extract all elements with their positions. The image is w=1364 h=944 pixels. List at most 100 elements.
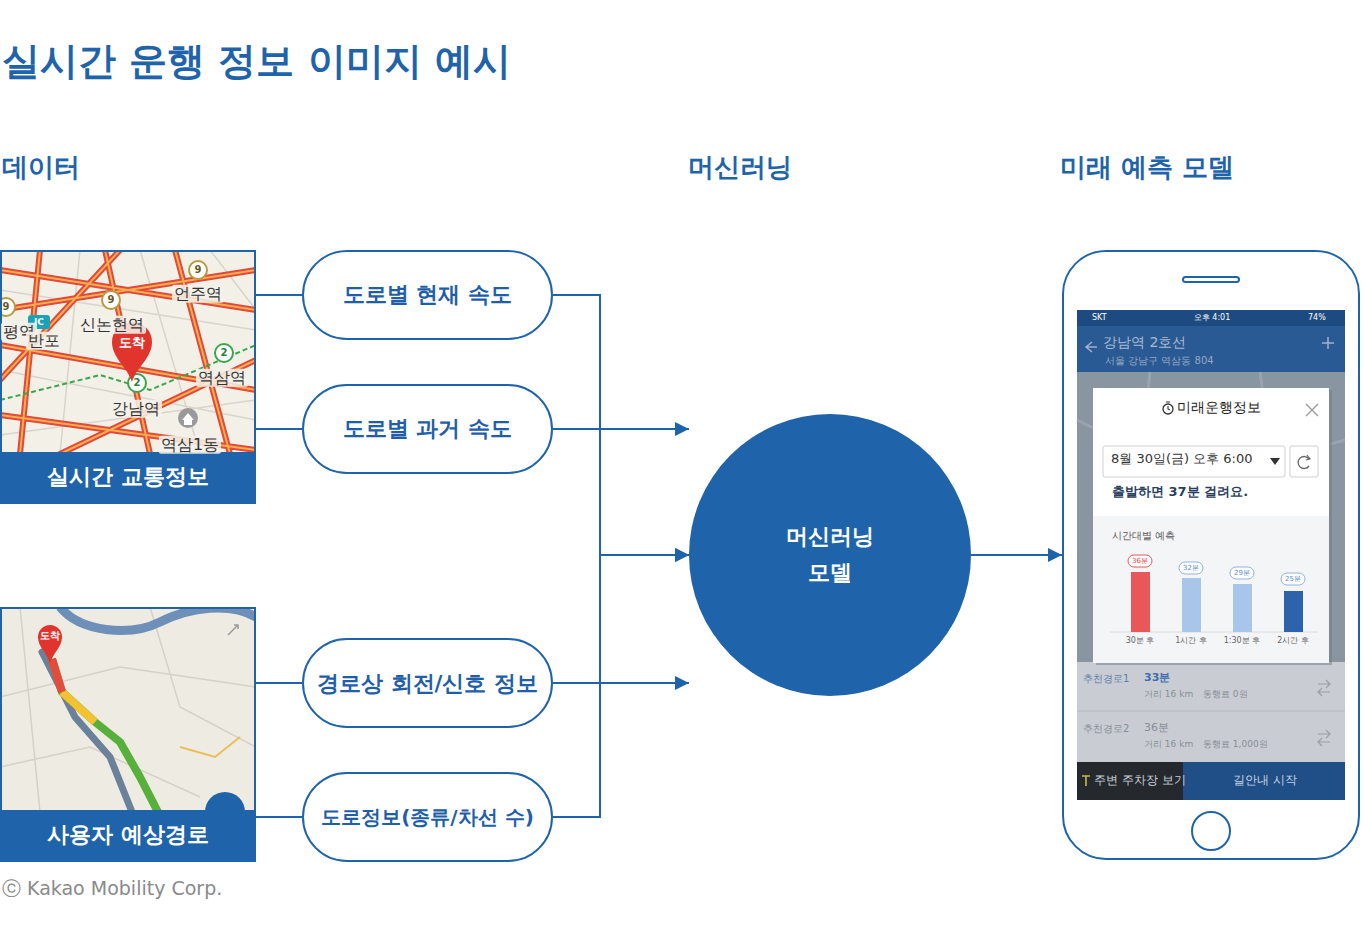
node-text: 경로상 회전/신호 정보 (317, 669, 538, 698)
model-circle: 머신러닝 모델 (689, 414, 971, 696)
route-map-shape (60, 607, 256, 630)
input-pill: 도로별 현재 속도 (302, 250, 553, 340)
node-text: 서울 강남구 역삼동 804 (1105, 354, 1214, 368)
route-map-shape (42, 652, 132, 812)
input-pill: 도로정보(종류/차선 수) (302, 772, 553, 862)
traffic-map-shape (0, 250, 256, 454)
phone-screen-shape (1166, 402, 1170, 410)
route-map-shape (38, 625, 62, 663)
phone-screen-shape (1103, 446, 1285, 477)
phone-screen-shape (1086, 342, 1097, 352)
axis-label: 2시간 후 (1277, 636, 1309, 645)
bar-value: 25분 (1285, 575, 1301, 583)
route-map-shape (52, 659, 158, 812)
route-detail: 거리 16 km (1144, 689, 1193, 699)
traffic-map-shape (102, 291, 120, 309)
phone-screen-shape (1128, 555, 1152, 567)
station-name: 신논현역 (78, 316, 146, 334)
node-text: 시간대별 예측 (1112, 529, 1175, 543)
phone-screen-shape (1077, 662, 1345, 762)
phone-screen-shape (1179, 562, 1203, 574)
copyright-caption: ⓒ Kakao Mobility Corp. (2, 878, 222, 900)
phone-screen-shape (1182, 578, 1201, 632)
traffic-map-shape (189, 261, 207, 279)
station-name: 언주역 (172, 285, 224, 303)
line-number: 2 (221, 347, 228, 359)
place-name: 반포 (26, 332, 62, 350)
traffic-map (0, 250, 256, 454)
route-option: 추천경로1 (1083, 673, 1129, 685)
phone-screen-shape (1077, 310, 1345, 800)
node-text: 머신러닝 모델 (775, 519, 885, 591)
connector (553, 428, 689, 430)
route-number: 9 (108, 294, 115, 306)
traffic-map-shape-shape (0, 250, 256, 454)
node-text: 도로별 과거 속도 (343, 414, 512, 444)
connector (553, 682, 689, 684)
phone-frame: 강남역 2호선서울 강남구 역삼동 804미래운행정보8월 30일(금) 오후 … (1062, 250, 1360, 860)
phone-screen-shape (1093, 388, 1329, 663)
route-number: 9 (3, 301, 10, 313)
phone-screen-shape (1077, 372, 1345, 662)
phone-screen-shape (1298, 457, 1309, 469)
route-map-shape (0, 607, 256, 812)
phone-screen-shape (1077, 326, 1345, 372)
route-map-shape (228, 625, 238, 635)
route-map-shape (52, 659, 62, 692)
phone-screen-shape (1281, 573, 1305, 585)
phone-screen-shape (1082, 776, 1090, 786)
traffic-map-shape (0, 298, 15, 316)
connector (971, 554, 1062, 556)
traffic-map-shape (0, 250, 256, 454)
column-heading: 머신러닝 (688, 153, 792, 183)
route-option: 추천경로2 (1083, 723, 1129, 735)
connector (256, 294, 302, 296)
phone-screen-shape (1318, 730, 1330, 746)
phone-screen (1077, 277, 1345, 850)
destination-pin: 도착 (40, 630, 60, 642)
input-pill: 도로별 과거 속도 (302, 384, 553, 474)
traffic-map-shape (178, 408, 198, 428)
phone-screen-shape (1284, 591, 1303, 632)
bar-value: 29분 (1234, 569, 1250, 577)
phone-screen-shape (1183, 762, 1345, 800)
node-text: 실시간 교통정보 (2, 452, 254, 502)
page-title: 실시간 운행 정보 이미지 예시 (2, 40, 511, 84)
node-text: 사용자 예상경로 (2, 810, 254, 860)
parking-button: 주변 주차장 보기 (1094, 774, 1186, 788)
map-panel: 사용자 예상경로 (0, 607, 256, 862)
station-name: 역삼역 (196, 369, 248, 387)
column-heading: 데이터 (2, 153, 80, 183)
connector (553, 295, 689, 555)
status-bar: SKT (1092, 313, 1107, 322)
input-pill: 경로상 회전/신호 정보 (302, 638, 553, 728)
phone-screen-shape (1230, 567, 1254, 579)
status-bar: 74% (1308, 313, 1326, 322)
route-map (0, 607, 256, 812)
bar-value: 36분 (1132, 557, 1148, 565)
route-detail: 통행료 1,000원 (1203, 739, 1268, 749)
axis-label: 1:30분 후 (1224, 636, 1261, 645)
station-name: 강남역 (110, 400, 162, 418)
phone-screen-shape (1322, 337, 1334, 349)
node-text: 8월 30일(금) 오후 6:00 (1111, 450, 1253, 468)
route-map-shape (62, 692, 95, 722)
route-time: 36분 (1144, 722, 1169, 735)
phone-screen-shape (1233, 584, 1252, 632)
connector (256, 428, 302, 430)
destination-pin: 도착 (119, 336, 145, 351)
traffic-map-shape (0, 250, 256, 454)
connector (256, 682, 302, 684)
phone-screen-shape (1093, 516, 1329, 663)
route-map-shape-shape (0, 607, 256, 812)
route-detail: 통행료 0원 (1203, 689, 1248, 699)
connector (256, 816, 302, 818)
navigate-button: 길안내 시작 (1233, 774, 1297, 788)
route-detail: 거리 16 km (1144, 739, 1193, 749)
phone-screen-shape (1290, 446, 1318, 477)
traffic-map-shape (182, 413, 194, 425)
traffic-map-shape-shape (0, 250, 256, 454)
phone-screen-shape (1318, 680, 1330, 696)
status-bar: 오후 4:01 (1194, 313, 1231, 322)
